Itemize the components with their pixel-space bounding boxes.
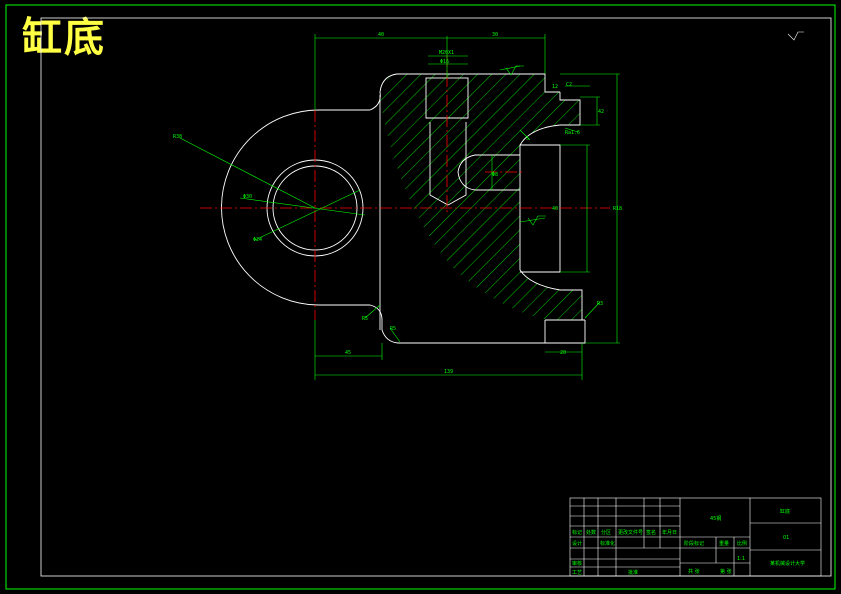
svg-text:Φ8: Φ8 xyxy=(492,172,498,178)
svg-text:某机械设计大学: 某机械设计大学 xyxy=(770,560,805,567)
svg-text:共 张: 共 张 xyxy=(688,568,700,575)
surface-roughness-icon xyxy=(787,31,804,41)
svg-text:更改文件号: 更改文件号 xyxy=(618,529,643,536)
svg-text:R5: R5 xyxy=(390,326,396,332)
svg-text:批准: 批准 xyxy=(628,569,638,576)
svg-text:处数: 处数 xyxy=(586,529,596,536)
svg-text:分区: 分区 xyxy=(601,529,611,536)
svg-text:42: 42 xyxy=(598,109,604,115)
svg-text:01: 01 xyxy=(783,535,789,541)
svg-text:R3: R3 xyxy=(597,301,603,307)
inner-frame xyxy=(40,17,832,577)
section-hatch xyxy=(380,74,582,320)
drawing-title: 缸底 xyxy=(22,15,106,61)
svg-text:审核: 审核 xyxy=(572,560,582,567)
outer-frame xyxy=(5,4,836,590)
svg-text:比例: 比例 xyxy=(737,540,747,547)
svg-text:45钢: 45钢 xyxy=(710,515,721,522)
svg-text:Ra1.6: Ra1.6 xyxy=(565,130,580,136)
svg-text:30: 30 xyxy=(492,32,498,38)
dimension-texts: 40 30 M20X1 Φ16 C2 12 42 R18 40 R38 Φ30 … xyxy=(173,32,622,375)
svg-text:C2: C2 xyxy=(566,82,572,88)
svg-text:40: 40 xyxy=(552,206,558,212)
svg-text:签名: 签名 xyxy=(646,529,656,536)
svg-text:Φ16: Φ16 xyxy=(440,59,449,65)
title-block-texts: 45钢 缸底 01 某机械设计大学 1:1 标记 处数 分区 更改文件号 签名 … xyxy=(572,508,805,576)
svg-text:R18: R18 xyxy=(613,206,622,212)
svg-text:139: 139 xyxy=(444,369,453,375)
svg-text:12: 12 xyxy=(552,84,558,90)
svg-text:40: 40 xyxy=(378,32,384,38)
svg-text:R38: R38 xyxy=(173,134,182,140)
svg-text:45: 45 xyxy=(345,350,351,356)
svg-text:阶段标记: 阶段标记 xyxy=(684,540,704,547)
svg-text:R5: R5 xyxy=(362,316,368,322)
svg-text:工艺: 工艺 xyxy=(572,570,582,576)
svg-text:M20X1: M20X1 xyxy=(439,50,454,56)
svg-text:5: 5 xyxy=(526,136,529,142)
svg-text:Φ30: Φ30 xyxy=(243,194,252,200)
svg-text:20: 20 xyxy=(560,350,566,356)
centerlines xyxy=(200,55,610,320)
svg-text:重量: 重量 xyxy=(719,540,729,547)
svg-text:缸底: 缸底 xyxy=(780,508,790,515)
svg-text:Φ24: Φ24 xyxy=(253,237,262,243)
roughness-symbols xyxy=(505,65,546,226)
svg-text:1:1: 1:1 xyxy=(737,556,745,562)
svg-text:设计: 设计 xyxy=(572,540,582,547)
svg-text:年月日: 年月日 xyxy=(662,529,677,536)
title-block xyxy=(569,497,822,577)
dimension-lines xyxy=(179,34,620,380)
svg-text:标记: 标记 xyxy=(572,529,582,536)
svg-text:标准化: 标准化 xyxy=(600,540,615,547)
svg-text:第 张: 第 张 xyxy=(720,568,732,575)
